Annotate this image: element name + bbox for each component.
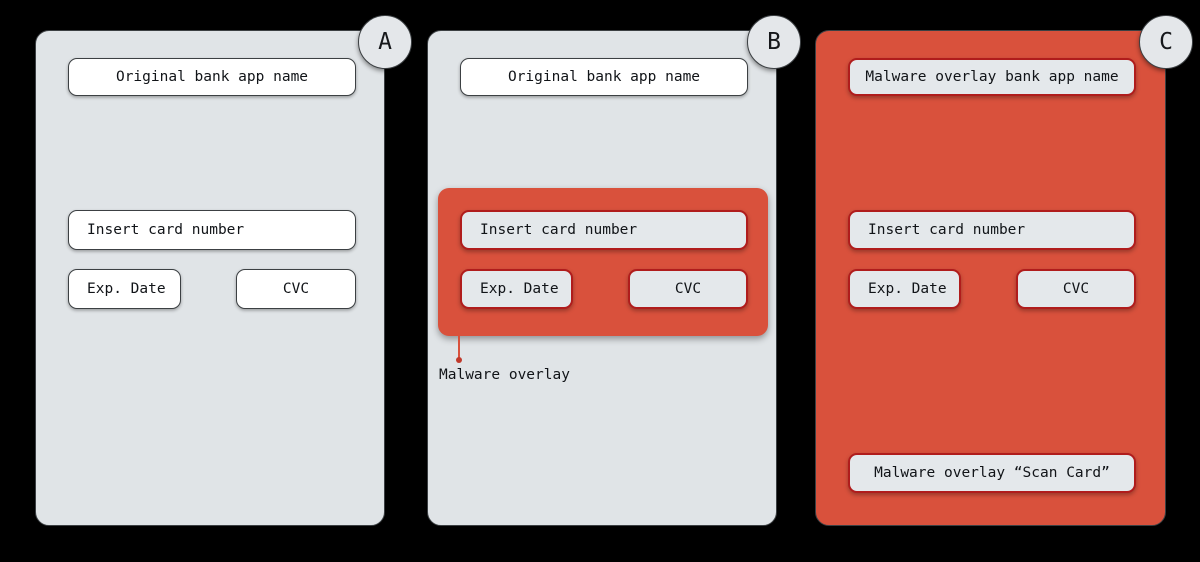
scan-card-button-c[interactable]: Malware overlay “Scan Card” [848, 453, 1136, 493]
malware-bank-app-name-field-c[interactable]: Malware overlay bank app name [848, 58, 1136, 96]
cvc-field-c[interactable]: CVC [1016, 269, 1136, 309]
malware-overlay-region-b: Insert card number Exp. Date CVC [438, 188, 768, 336]
exp-date-field-a[interactable]: Exp. Date [68, 269, 181, 309]
card-number-field-a[interactable]: Insert card number [68, 210, 356, 250]
exp-date-field-c[interactable]: Exp. Date [848, 269, 961, 309]
bank-app-name-field-a[interactable]: Original bank app name [68, 58, 356, 96]
panel-c-full-overlay: Malware overlay bank app name Insert car… [815, 30, 1166, 526]
panel-a-clean-bank-app: Original bank app name Insert card numbe… [35, 30, 385, 526]
bank-app-name-field-b[interactable]: Original bank app name [460, 58, 748, 96]
exp-date-field-b[interactable]: Exp. Date [460, 269, 573, 309]
panel-label-badge-a: A [358, 15, 412, 69]
panel-b-partial-overlay: Original bank app name Insert card numbe… [427, 30, 777, 526]
card-number-field-b[interactable]: Insert card number [460, 210, 748, 250]
cvc-field-b[interactable]: CVC [628, 269, 748, 309]
cvc-field-a[interactable]: CVC [236, 269, 356, 309]
malware-overlay-leader-dot [455, 357, 462, 363]
card-number-field-c[interactable]: Insert card number [848, 210, 1136, 250]
malware-overlay-leader-line [458, 332, 460, 360]
panel-label-badge-b: B [747, 15, 801, 69]
malware-overlay-annotation-label: Malware overlay [439, 367, 570, 383]
panel-label-badge-c: C [1139, 15, 1193, 69]
